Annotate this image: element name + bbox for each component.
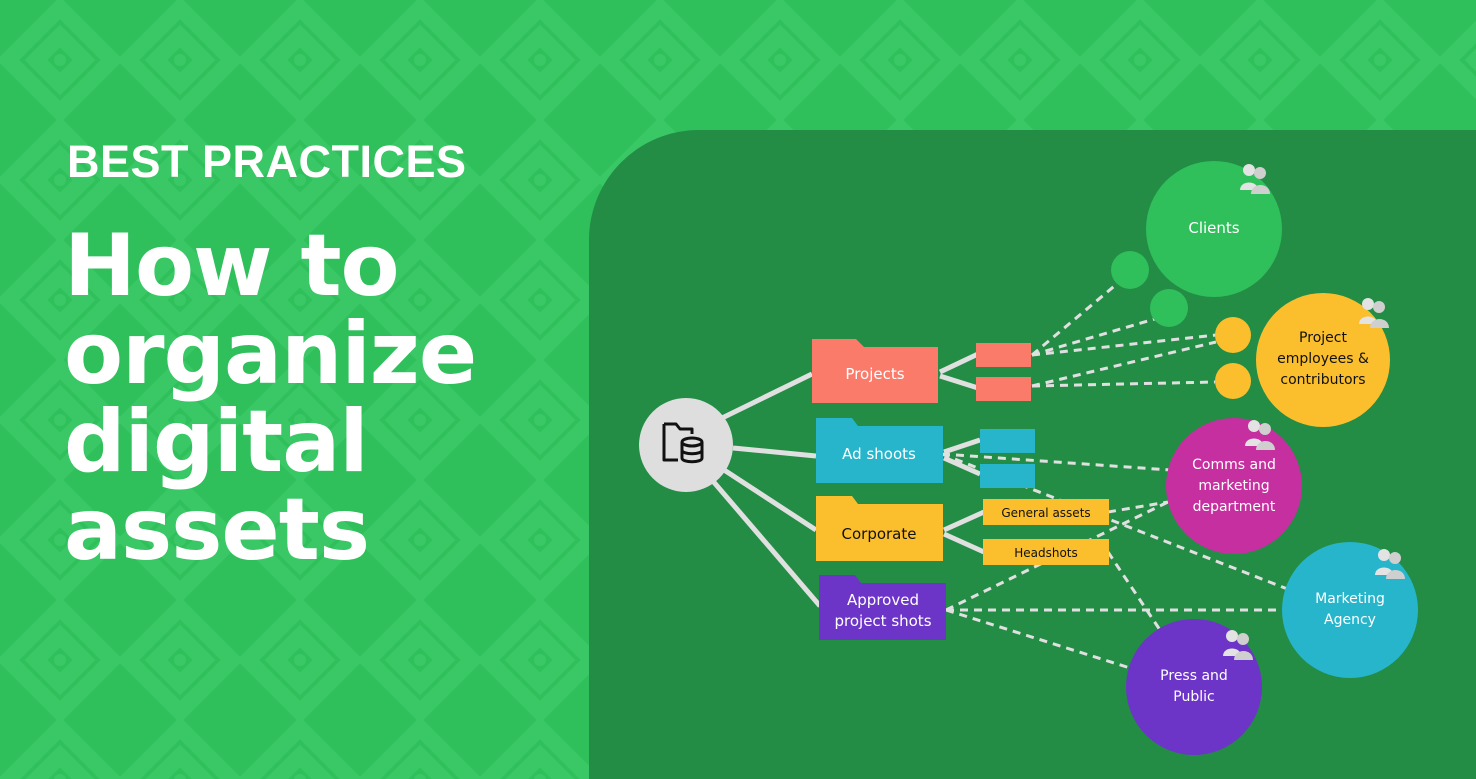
folder-corporate-label: Corporate bbox=[842, 525, 917, 543]
folder-projects-label: Projects bbox=[845, 365, 904, 383]
audience-comms-label-line: Comms and bbox=[1192, 457, 1276, 473]
employees-small-bubble-2 bbox=[1215, 363, 1251, 399]
folder-projects: Projects bbox=[812, 339, 938, 403]
audience-employees-label-line: employees & bbox=[1277, 351, 1369, 367]
folder-approved-project-shots: Approved project shots bbox=[819, 575, 946, 640]
audience-press-public: Press and Public bbox=[1126, 619, 1262, 755]
headline-line: digital bbox=[64, 392, 369, 492]
folder-approved-label-line: Approved bbox=[847, 591, 919, 609]
headline-line: assets bbox=[64, 480, 370, 580]
kicker-label: BEST PRACTICES bbox=[67, 136, 467, 187]
audience-employees-contributors: Project employees & contributors bbox=[1256, 293, 1390, 427]
subfolder-projects-2 bbox=[976, 377, 1031, 401]
subfolder-headshots-label: Headshots bbox=[1014, 546, 1078, 560]
audience-clients: Clients bbox=[1146, 161, 1282, 297]
audience-agency-label-line: Agency bbox=[1324, 612, 1376, 628]
hierarchy-connectors bbox=[710, 351, 986, 608]
subfolder-ad-shoots-2 bbox=[980, 464, 1035, 488]
audience-comms-label-line: marketing bbox=[1198, 478, 1269, 494]
folder-database-icon bbox=[662, 422, 704, 464]
folder-approved-label-line: project shots bbox=[834, 612, 931, 630]
audience-comms-label-line: department bbox=[1193, 499, 1276, 515]
subfolder-headshots: Headshots bbox=[983, 539, 1109, 565]
clients-small-bubble-1 bbox=[1111, 251, 1149, 289]
audience-employees-label-line: contributors bbox=[1280, 372, 1365, 388]
audience-comms-marketing: Comms and marketing department bbox=[1166, 418, 1302, 554]
audience-employees-label-line: Project bbox=[1299, 330, 1347, 346]
subfolder-general-assets-label: General assets bbox=[1001, 506, 1090, 520]
audience-press-label-line: Public bbox=[1173, 689, 1214, 705]
headline-line: How to bbox=[64, 216, 400, 316]
headline-line: organize bbox=[64, 304, 477, 404]
audience-clients-label: Clients bbox=[1188, 219, 1239, 237]
audience-agency-label-line: Marketing bbox=[1315, 591, 1385, 607]
audience-press-label-line: Press and bbox=[1160, 668, 1228, 684]
folder-ad-shoots-label: Ad shoots bbox=[842, 445, 916, 463]
subfolder-general-assets: General assets bbox=[983, 499, 1109, 525]
clients-small-bubble-2 bbox=[1150, 289, 1188, 327]
folder-corporate: Corporate bbox=[816, 496, 943, 561]
headline: How to organize digital assets bbox=[64, 216, 477, 580]
audience-marketing-agency: Marketing Agency bbox=[1282, 542, 1418, 678]
subfolder-ad-shoots-1 bbox=[980, 429, 1035, 453]
folder-ad-shoots: Ad shoots bbox=[816, 418, 943, 483]
subfolder-projects-1 bbox=[976, 343, 1031, 367]
employees-small-bubble-1 bbox=[1215, 317, 1251, 353]
